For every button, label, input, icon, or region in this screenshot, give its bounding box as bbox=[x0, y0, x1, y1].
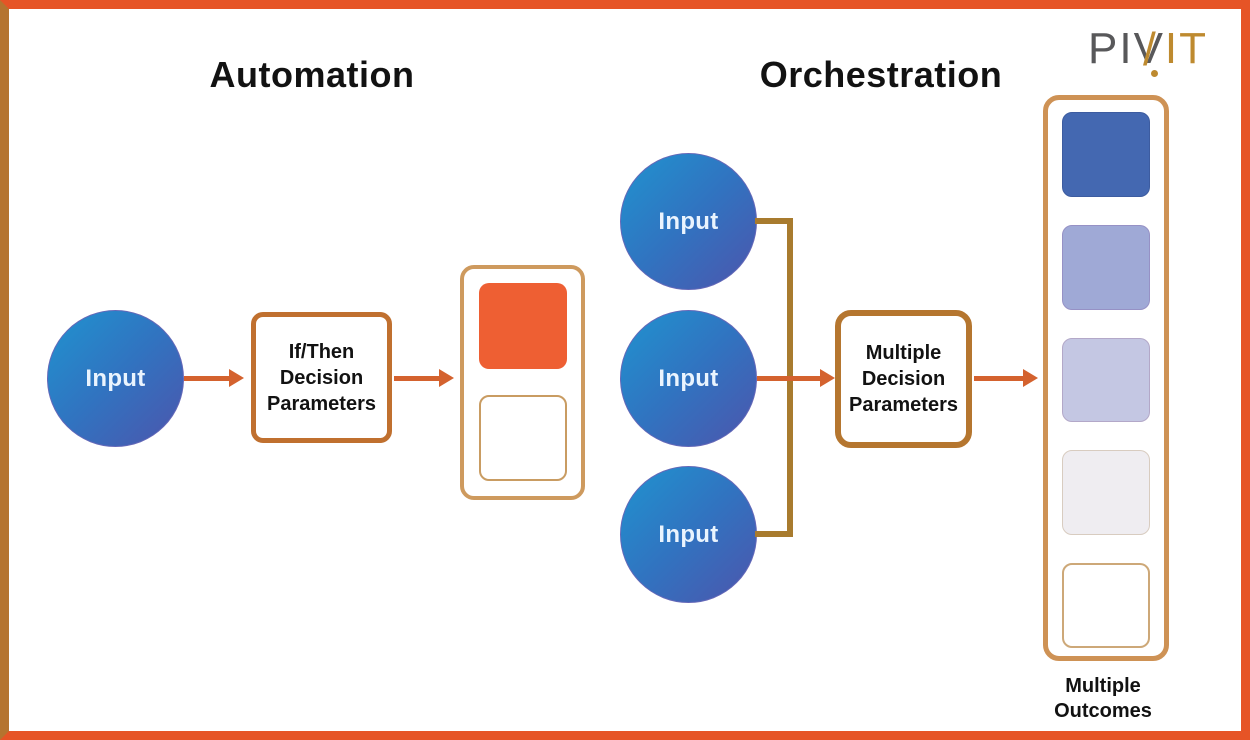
arrow-ifthen-to-outcome bbox=[394, 369, 454, 387]
ifthen-box-line1: If/Then bbox=[288, 340, 355, 363]
automation-title: Automation bbox=[209, 54, 415, 95]
orchestration-outcome-square-3 bbox=[1062, 337, 1150, 423]
orchestration-input-circle-2: Input bbox=[620, 310, 757, 447]
multiple-decision-box: Multiple Decision Parameters bbox=[835, 310, 972, 448]
orchestration-input-label-2: Input bbox=[658, 364, 719, 392]
orchestration-input-circle-3: Input bbox=[620, 466, 757, 603]
arrow-multibox-to-outcomes bbox=[974, 369, 1038, 387]
arrow-input-to-ifthen bbox=[184, 369, 244, 387]
connector-bottom-stub bbox=[755, 531, 793, 537]
logo-text-gray: PIV bbox=[1088, 24, 1165, 73]
multiple-outcomes-label: Multiple Outcomes bbox=[1018, 674, 1188, 724]
automation-input-circle: Input bbox=[47, 310, 184, 447]
orchestration-outcomes-container bbox=[1043, 95, 1169, 661]
orchestration-input-label-1: Input bbox=[658, 207, 719, 235]
orchestration-outcome-square-1 bbox=[1062, 112, 1150, 197]
automation-outcome-unselected-square bbox=[478, 395, 567, 481]
orchestration-outcome-square-2 bbox=[1062, 224, 1150, 310]
arrow-inputs-to-multibox bbox=[757, 369, 835, 387]
orchestration-outcome-square-4 bbox=[1062, 450, 1150, 536]
multi-box-line1: Multiple bbox=[865, 342, 942, 364]
multiple-outcomes-label-line2: Outcomes bbox=[1054, 700, 1152, 722]
ifthen-box-line2: Decision bbox=[279, 366, 364, 389]
orchestration-input-label-3: Input bbox=[658, 520, 719, 548]
logo-slash-mark: / bbox=[1143, 23, 1158, 75]
ifthen-box-line3: Parameters bbox=[267, 392, 376, 415]
logo-dot bbox=[1151, 70, 1158, 77]
multi-box-line2: Decision bbox=[861, 368, 946, 390]
automation-outcome-container bbox=[460, 265, 585, 500]
orchestration-title: Orchestration bbox=[759, 54, 1003, 95]
multi-box-line3: Parameters bbox=[849, 394, 958, 416]
automation-outcome-selected-square bbox=[478, 283, 567, 369]
orchestration-input-circle-1: Input bbox=[620, 153, 757, 290]
ifthen-decision-box: If/Then Decision Parameters bbox=[251, 312, 392, 443]
logo-text-gold: IT bbox=[1164, 24, 1209, 73]
connector-top-stub bbox=[755, 218, 793, 224]
automation-input-label: Input bbox=[85, 364, 146, 392]
multiple-outcomes-label-line1: Multiple bbox=[1065, 675, 1141, 697]
orchestration-outcome-square-5 bbox=[1062, 563, 1150, 648]
pivit-logo: PIVIT / bbox=[1088, 23, 1228, 82]
